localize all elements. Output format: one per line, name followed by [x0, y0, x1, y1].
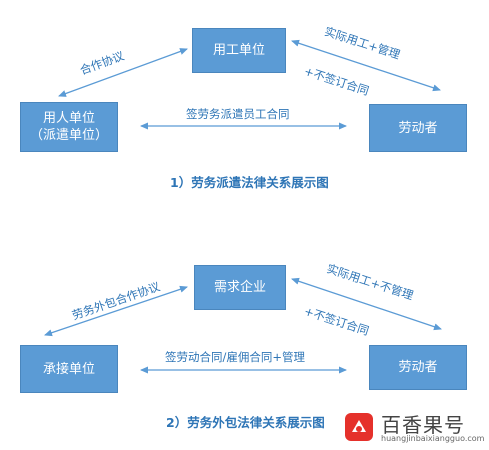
arrow-outsourcing [44, 285, 188, 337]
worker-box-1: 劳动者 [369, 104, 467, 152]
worker-box-2: 劳动者 [369, 345, 467, 390]
dispatcher-label-line2: （派遣单位） [29, 128, 108, 143]
employer-label: 用工单位 [212, 43, 265, 58]
arrow-cooperation [58, 48, 188, 97]
worker-label-1: 劳动者 [398, 120, 438, 136]
arrow-actual-use-1 [291, 39, 441, 92]
employer-box: 用工单位 [192, 28, 286, 73]
diagram2-caption: 2）劳务外包法律关系展示图 [166, 415, 325, 430]
edge-label-labor-contract: 签劳动合同/雇佣合同+管理 [165, 350, 306, 364]
watermark-logo-icon [345, 413, 373, 441]
dispatcher-box: 用人单位 （派遣单位） [20, 102, 118, 152]
dispatcher-label-line1: 用人单位 [42, 111, 95, 126]
worker-label-2: 劳动者 [398, 360, 438, 375]
watermark-url: huangjinbaixiangguo.com [381, 434, 485, 443]
client-label: 需求企业 [213, 280, 266, 295]
edge-label-dispatch-contract: 签劳务派遣员工合同 [186, 107, 290, 121]
watermark-title: 百香果号 [381, 413, 465, 437]
client-box: 需求企业 [194, 265, 286, 310]
contractor-label: 承接单位 [42, 361, 95, 377]
contractor-box: 承接单位 [20, 345, 118, 393]
diagram1-caption: 1）劳务派遣法律关系展示图 [170, 175, 329, 190]
arrow-actual-use-2 [291, 277, 442, 331]
